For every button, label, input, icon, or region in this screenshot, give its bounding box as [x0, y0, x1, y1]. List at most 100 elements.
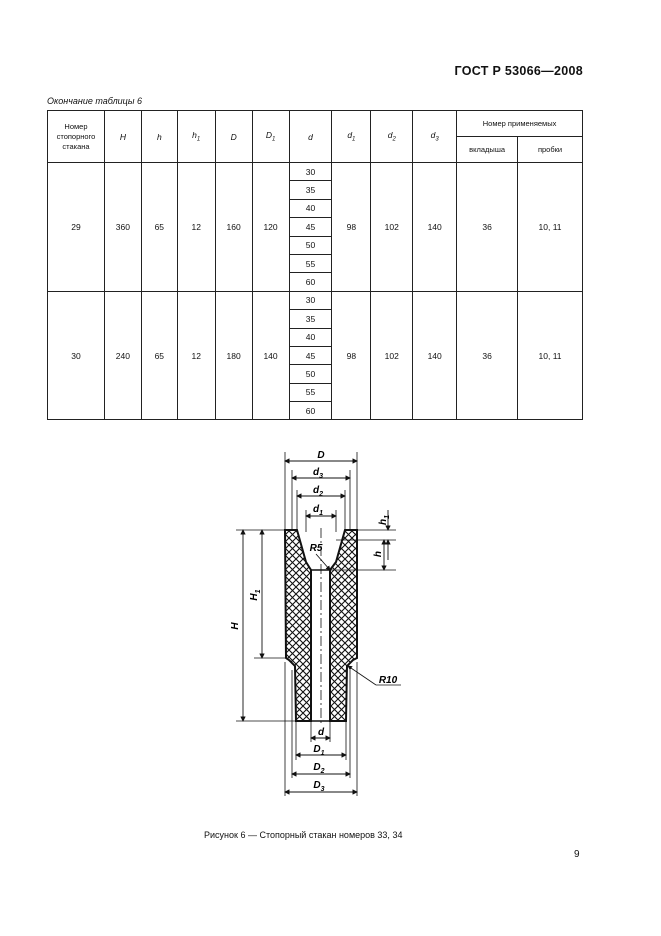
label-H1: H1: [249, 589, 262, 600]
label-d3: d3: [313, 467, 323, 480]
cell-probki: 10, 11: [517, 162, 583, 292]
label-R5: R5: [310, 543, 323, 554]
col-d2-header: d2: [370, 110, 414, 163]
cell-d: 45: [288, 217, 333, 237]
label-D2: D2: [313, 762, 324, 775]
col-H-header: H: [103, 110, 142, 163]
cell-d: 30: [288, 290, 333, 311]
cell-vkladysha: 36: [456, 162, 519, 292]
table-row: 29 360 65 12 160 120 30 98 102 140 36 10…: [47, 161, 583, 292]
cell-d3: 140: [412, 162, 458, 292]
cell-d: 50: [288, 364, 333, 384]
label-d: d: [318, 727, 325, 738]
label-d1-main: d: [313, 504, 320, 515]
col-h-header: h: [140, 110, 178, 163]
col-number-line2: стопорного: [56, 131, 96, 141]
cell-d: 45: [288, 345, 333, 366]
col-d3-sub: 3: [435, 136, 439, 143]
cell-d3: 140: [412, 290, 458, 421]
label-d2-sub: 2: [318, 491, 323, 498]
page-number: 9: [574, 849, 580, 860]
cell-vkladysha: 36: [456, 290, 519, 421]
col-vkladysha-header: вкладыша: [456, 136, 519, 163]
cell-d: 55: [288, 253, 333, 274]
cell-d: 30: [288, 161, 333, 182]
col-d3-header: d3: [412, 110, 458, 163]
label-d2-main: d: [313, 485, 320, 496]
col-number-header: Номер стопорного стакана: [47, 110, 105, 163]
col-d2-label: d: [387, 130, 393, 141]
cell-D1: 120: [251, 162, 290, 292]
left-wall-section: [283, 529, 312, 722]
label-d2: d2: [313, 485, 323, 498]
cell-d: 60: [288, 272, 333, 292]
label-d1-sub: 1: [319, 510, 323, 517]
col-D-header: D: [214, 110, 253, 163]
cell-h1: 12: [176, 162, 216, 292]
table-header-row: Номер стопорного стакана H h h1 D D1 d d…: [47, 110, 583, 163]
label-h: h: [373, 551, 384, 557]
label-h1-main: h: [378, 519, 389, 525]
col-d-header: d: [288, 110, 333, 163]
col-d3-label: d: [430, 130, 436, 141]
cell-d: 40: [288, 198, 333, 219]
label-D2-main: D: [313, 762, 320, 773]
dimensions-table: Номер стопорного стакана H h h1 D D1 d d…: [47, 110, 583, 421]
cell-d1: 98: [331, 290, 372, 421]
table-caption: Окончание таблицы 6: [47, 96, 142, 106]
label-R10: R10: [379, 675, 398, 686]
cell-d: 55: [288, 382, 333, 403]
col-d2-sub: 2: [392, 136, 396, 143]
cell-H: 360: [103, 162, 142, 292]
col-D1-header: D1: [251, 110, 290, 163]
col-D1-label: D: [265, 130, 272, 141]
cell-d: 35: [288, 180, 333, 200]
cell-probki: 10, 11: [517, 290, 583, 421]
label-D1-sub: 1: [321, 750, 325, 757]
label-d3-main: d: [313, 467, 320, 478]
cell-d: 50: [288, 235, 333, 255]
cell-d1: 98: [331, 162, 372, 292]
label-d3-sub: 3: [319, 473, 323, 480]
stopper-cup-drawing: D d3 d2 d1 h1 h R5 H H1 R10 d D1 D2 D3: [230, 450, 401, 796]
label-D1-main: D: [313, 744, 320, 755]
cell-h1: 12: [176, 290, 216, 421]
col-d1-header: d1: [331, 110, 372, 163]
cell-h: 65: [140, 290, 178, 421]
col-group-header: Номер применяемых: [456, 110, 583, 137]
table-row: 30 240 65 12 180 140 30 98 102 140 36 10…: [47, 290, 583, 421]
standard-header: ГОСТ Р 53066—2008: [454, 64, 583, 78]
col-h1-header: h1: [176, 110, 216, 163]
cell-d2: 102: [370, 290, 414, 421]
label-D1: D1: [313, 744, 324, 757]
label-h1-sub: 1: [384, 515, 391, 519]
right-wall-section: [329, 529, 358, 722]
label-h1: h1: [378, 515, 391, 525]
cell-num: 30: [47, 290, 105, 421]
label-D2-sub: 2: [320, 768, 325, 775]
cell-h: 65: [140, 162, 178, 292]
label-H: H: [230, 622, 241, 630]
label-D3: D3: [313, 780, 324, 793]
cell-d: 60: [288, 401, 333, 421]
cell-D: 180: [214, 290, 253, 421]
cell-D: 160: [214, 162, 253, 292]
col-number-line1: Номер: [64, 121, 88, 131]
label-D: D: [317, 450, 324, 461]
label-D3-sub: 3: [321, 786, 325, 793]
col-d1-sub: 1: [352, 136, 356, 143]
col-d1-label: d: [347, 130, 353, 141]
label-H1-sub: 1: [255, 589, 262, 593]
cell-D1: 140: [251, 290, 290, 421]
col-number-line3: стакана: [62, 141, 90, 151]
cell-d2: 102: [370, 162, 414, 292]
cell-d: 40: [288, 327, 333, 347]
label-d1: d1: [313, 504, 323, 517]
figure-caption: Рисунок 6 — Стопорный стакан номеров 33,…: [204, 830, 403, 840]
col-h1-label: h: [192, 130, 197, 141]
col-D1-sub: 1: [271, 136, 276, 143]
cell-num: 29: [47, 162, 105, 292]
label-D3-main: D: [313, 780, 320, 791]
col-h1-sub: 1: [196, 136, 201, 143]
cell-H: 240: [103, 290, 142, 421]
